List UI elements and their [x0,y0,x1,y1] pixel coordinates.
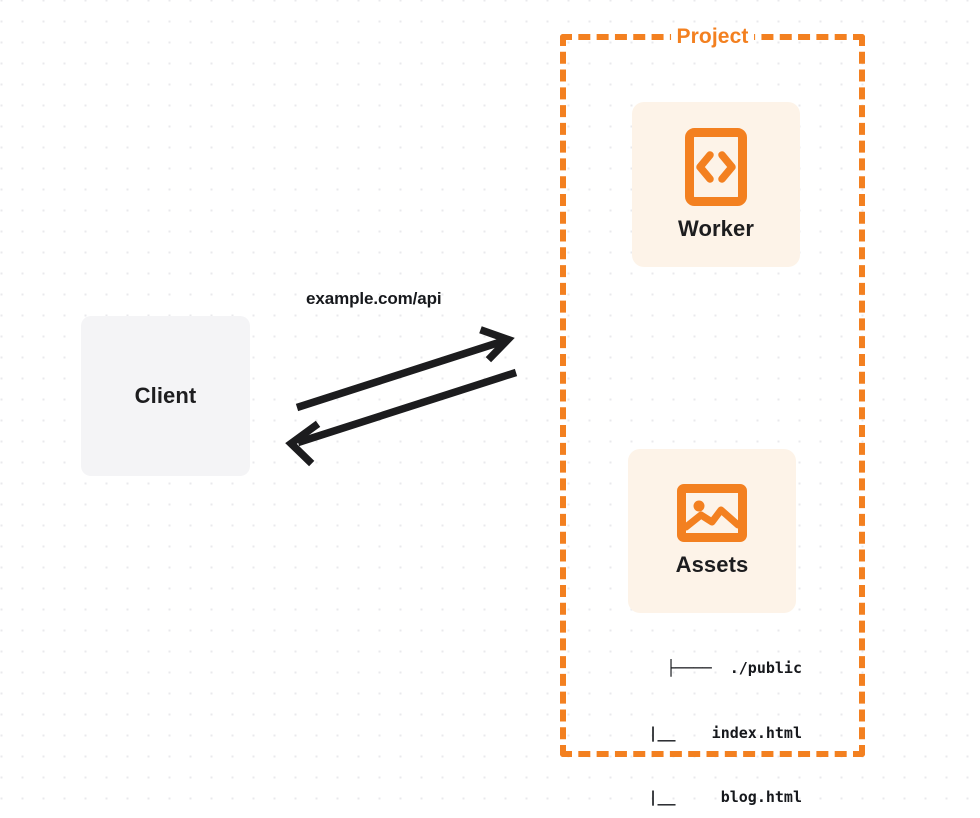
file-tree-line: |__ blog.html [621,788,802,806]
file-tree-line: ├──── ./public [666,659,802,677]
response-arrow-icon [285,368,518,467]
code-brackets-icon [685,127,747,206]
project-title: Project [670,25,755,49]
file-tree-line: |__ index.html [621,723,802,742]
image-icon [677,484,747,542]
client-node[interactable]: Client [81,316,250,476]
assets-card-label: Assets [675,552,749,577]
request-url-label: example.com/api [306,289,442,308]
assets-card[interactable]: Assets [628,449,796,613]
worker-card-label: Worker [678,215,754,241]
request-arrow-icon [295,326,515,412]
assets-file-tree: ├──── ./public |__ index.html |__ blog.h… [602,615,802,818]
worker-card[interactable]: Worker [632,102,800,267]
client-label: Client [134,383,197,408]
project-container: Project [560,25,865,757]
